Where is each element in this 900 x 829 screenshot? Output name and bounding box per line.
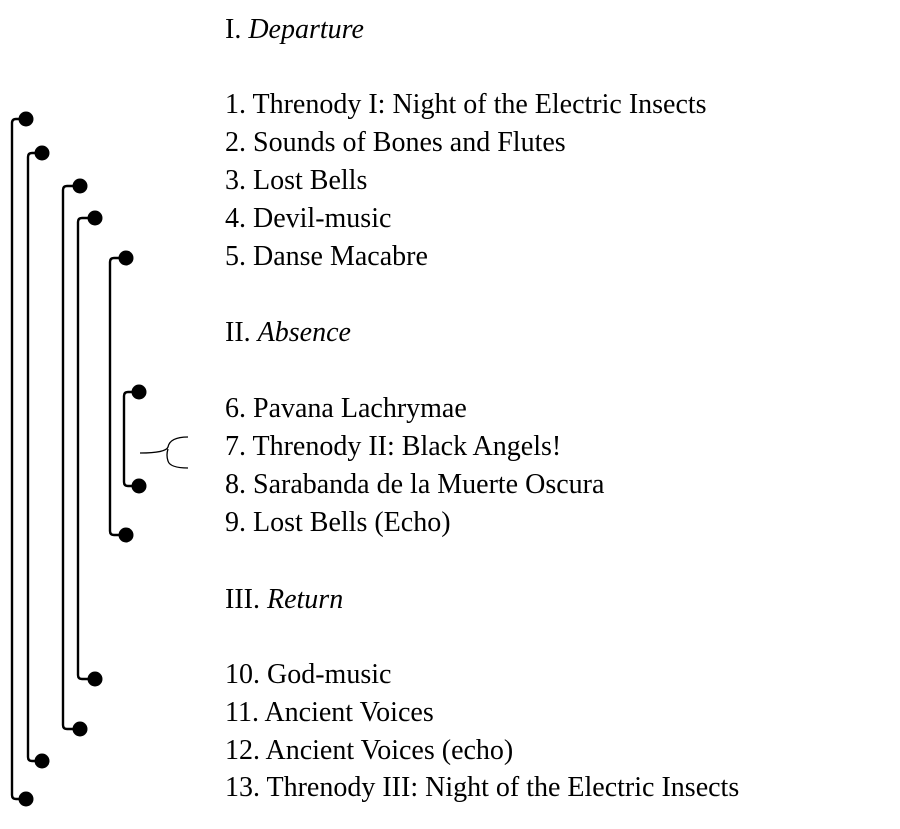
movement-9: 9. Lost Bells (Echo) bbox=[225, 507, 451, 538]
pairing-bracket-6-8 bbox=[122, 384, 147, 494]
movement-5: 5. Danse Macabre bbox=[225, 241, 428, 272]
pairing-bracket-4-10 bbox=[76, 210, 103, 687]
bracket-line bbox=[26, 151, 42, 763]
pairing-bracket-1-13 bbox=[10, 111, 34, 807]
section-heading-departure: I. Departure bbox=[225, 14, 364, 45]
bracket-end-dot bbox=[131, 478, 147, 494]
movement-6: 6. Pavana Lachrymae bbox=[225, 393, 467, 424]
bracket-line bbox=[61, 184, 80, 731]
movement-12: 12. Ancient Voices (echo) bbox=[225, 735, 514, 766]
movement-13: 13. Threnody III: Night of the Electric … bbox=[225, 772, 740, 803]
pairing-bracket-3-11 bbox=[61, 178, 88, 737]
bracket-start-dot bbox=[34, 145, 50, 161]
section-title: Departure bbox=[248, 14, 364, 45]
movement-2: 2. Sounds of Bones and Flutes bbox=[225, 127, 566, 158]
center-brace-marker bbox=[139, 436, 189, 469]
movement-4: 4. Devil-music bbox=[225, 203, 392, 234]
section-title: Return bbox=[266, 584, 344, 615]
movement-11: 11. Ancient Voices bbox=[225, 697, 434, 728]
bracket-end-dot bbox=[118, 527, 134, 543]
bracket-line bbox=[108, 256, 126, 537]
bracket-start-dot bbox=[131, 384, 147, 400]
bracket-line bbox=[76, 216, 95, 681]
bracket-end-dot bbox=[87, 671, 103, 687]
bracket-start-dot bbox=[118, 250, 134, 266]
bracket-end-dot bbox=[72, 721, 88, 737]
movement-8: 8. Sarabanda de la Muerte Oscura bbox=[225, 469, 605, 500]
pairing-bracket-5-9 bbox=[108, 250, 134, 543]
bracket-line bbox=[10, 117, 26, 801]
bracket-start-dot bbox=[18, 111, 34, 127]
pairing-bracket-2-12 bbox=[26, 145, 50, 769]
section-heading-absence: II. Absence bbox=[225, 317, 351, 348]
section-heading-return: III. Return bbox=[225, 584, 344, 615]
bracket-start-dot bbox=[72, 178, 88, 194]
movement-10: 10. God-music bbox=[225, 659, 392, 690]
movement-7: 7. Threnody II: Black Angels! bbox=[225, 431, 562, 462]
movement-3: 3. Lost Bells bbox=[225, 165, 368, 196]
bracket-start-dot bbox=[87, 210, 103, 226]
bracket-end-dot bbox=[34, 753, 50, 769]
movement-1: 1. Threnody I: Night of the Electric Ins… bbox=[225, 89, 707, 120]
bracket-line bbox=[122, 390, 139, 488]
section-title: Absence bbox=[257, 317, 351, 348]
bracket-end-dot bbox=[18, 791, 34, 807]
